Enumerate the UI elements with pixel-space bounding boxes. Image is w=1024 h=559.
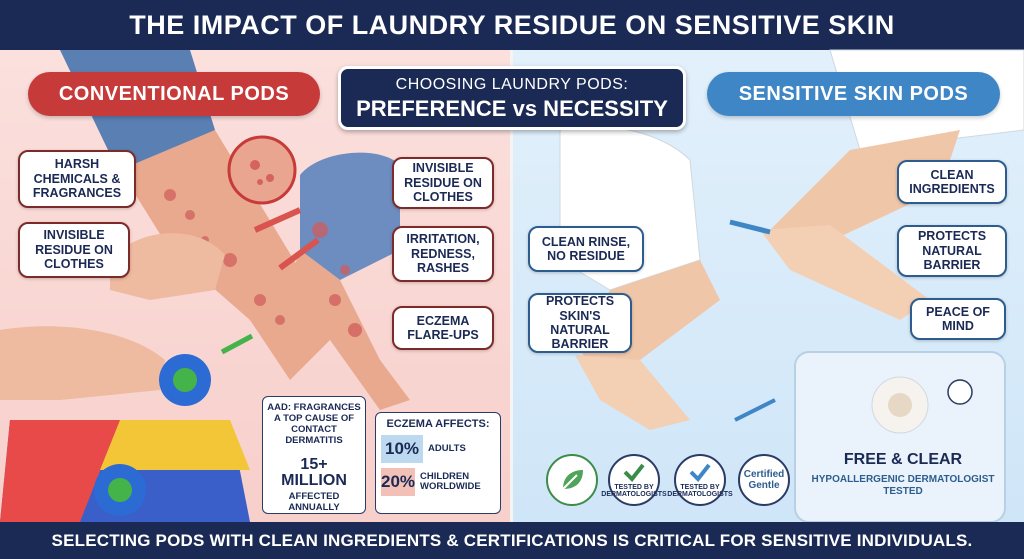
- arrow-red-2: [278, 237, 320, 271]
- center-line1: CHOOSING LAUNDRY PODS:: [395, 76, 629, 93]
- callout-irritation: IRRITATION, REDNESS, RASHES: [392, 226, 494, 282]
- eczema-pct: 10%: [381, 435, 423, 463]
- center-line2: PREFERENCE vs NECESSITY: [356, 96, 668, 121]
- check-icon: [623, 463, 645, 483]
- aad-sub: AFFECTED ANNUALLY: [288, 490, 340, 513]
- rash-spots-2: [312, 222, 362, 337]
- tested-badge-text: TESTED BY DERMATOLOGISTS: [601, 484, 667, 498]
- leaf-icon: [546, 454, 598, 506]
- clean-hand-2: [760, 225, 930, 320]
- tested-badge-1: TESTED BY DERMATOLOGISTS: [601, 454, 667, 506]
- callout-protects-skin: PROTECTS SKIN'S NATURAL BARRIER: [528, 293, 632, 353]
- eczema-stats-box: ECZEMA AFFECTS: 10% ADULTS 20% CHILDREN …: [375, 412, 501, 514]
- eczema-row-children: 20% CHILDREN WORLDWIDE: [381, 468, 495, 496]
- callout-invisible-residue-right: INVISIBLE RESIDUE ON CLOTHES: [392, 157, 494, 209]
- eczema-pct: 20%: [381, 468, 416, 496]
- callout-eczema: ECZEMA FLARE-UPS: [392, 306, 494, 350]
- blue-shirt-person: [300, 152, 400, 280]
- clean-hand-1: [575, 355, 690, 430]
- callout-protects-barrier: PROTECTS NATURAL BARRIER: [897, 225, 1007, 277]
- certified-gentle-badge: Certified Gentle: [738, 454, 790, 506]
- check-icon: [689, 463, 711, 483]
- callout-clean-ingredients: CLEAN INGREDIENTS: [897, 160, 1007, 204]
- zoom-circle: [227, 135, 297, 205]
- divider: [510, 50, 513, 522]
- certified-gentle-text: Certified Gentle: [743, 469, 785, 491]
- callout-harsh-chemicals: HARSH CHEMICALS & FRAGRANCES: [18, 150, 136, 208]
- scratching-hand: [110, 233, 225, 300]
- tested-badge-text: TESTED BY DERMATOLOGISTS: [667, 484, 733, 498]
- sensitive-header: SENSITIVE SKIN PODS: [707, 72, 1000, 116]
- eczema-label: ADULTS: [428, 442, 466, 454]
- page-title: THE IMPACT OF LAUNDRY RESIDUE ON SENSITI…: [0, 0, 1024, 50]
- aad-info-box: AAD: FRAGRANCES A TOP CAUSE OF CONTACT D…: [262, 396, 366, 514]
- callout-peace-of-mind: PEACE OF MIND: [910, 298, 1006, 340]
- aad-number: 15+ MILLION: [281, 455, 347, 489]
- bag-title: FREE & CLEAR: [843, 451, 963, 468]
- bag-subtitle: HYPOALLERGENIC DERMATOLOGIST TESTED: [811, 474, 995, 497]
- hand-holding-pod: [0, 326, 165, 400]
- arrow-red-1: [253, 207, 302, 233]
- aad-text: AAD: FRAGRANCES A TOP CAUSE OF CONTACT D…: [267, 402, 361, 446]
- callout-clean-rinse: CLEAN RINSE, NO RESIDUE: [528, 226, 644, 272]
- eczema-heading: ECZEMA AFFECTS:: [386, 418, 490, 430]
- conventional-header: CONVENTIONAL PODS: [28, 72, 320, 116]
- footer-message: SELECTING PODS WITH CLEAN INGREDIENTS & …: [0, 522, 1024, 559]
- center-heading: CHOOSING LAUNDRY PODS: PREFERENCE vs NEC…: [338, 66, 686, 130]
- callout-invisible-residue-left: INVISIBLE RESIDUE ON CLOTHES: [18, 222, 130, 278]
- arrow-blue-1: [729, 219, 771, 235]
- eczema-label: CHILDREN WORLDWIDE: [420, 470, 481, 492]
- tested-badge-2: TESTED BY DERMATOLOGISTS: [667, 454, 733, 506]
- eczema-row-adults: 10% ADULTS: [381, 435, 495, 463]
- arrow-blue-2: [734, 398, 776, 422]
